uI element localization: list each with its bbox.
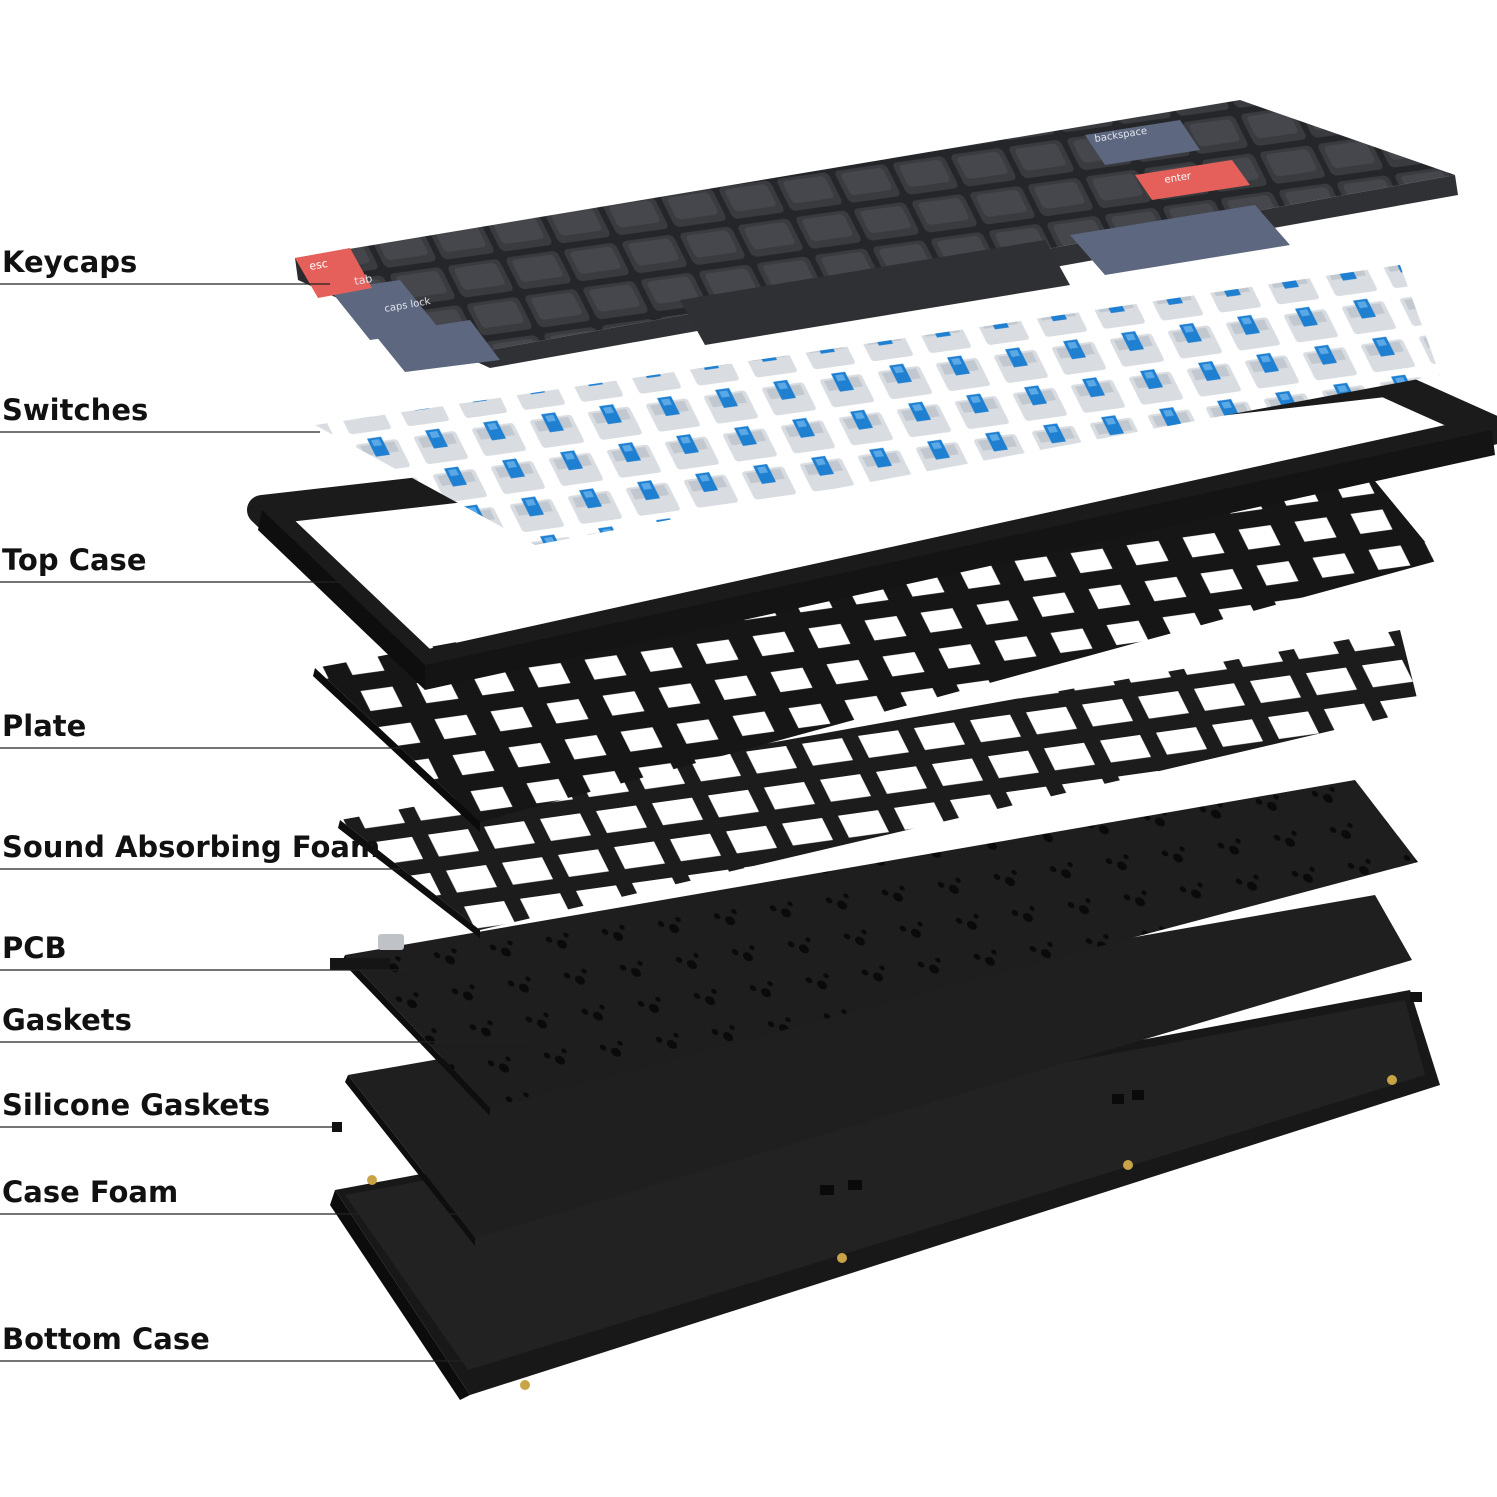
label-top-case: Top Case [2,543,147,577]
plate-layer [313,475,1440,832]
label-silicone-gaskets: Silicone Gaskets [2,1088,271,1122]
esc-key [295,248,372,298]
svg-text:tab: tab [353,272,373,288]
switches-layer [315,265,1440,545]
enter-key [1135,160,1250,200]
silicone-gaskets-layer [332,992,1422,1132]
case-foam-layer [345,895,1412,1246]
label-bottom-case: Bottom Case [2,1322,210,1356]
label-keycaps: Keycaps [2,245,138,279]
bottom-case-layer [330,990,1440,1400]
label-sound-absorbing-foam: Sound Absorbing Foam [2,830,381,864]
pcb-layer [330,780,1418,1116]
label-switches: Switches [2,393,149,427]
usb-port-icon [378,934,404,950]
label-case-foam: Case Foam [2,1175,179,1209]
leader-lines [0,283,530,1362]
keycaps-layer: esc tab caps lock backspace enter [295,100,1458,372]
svg-text:enter: enter [1164,171,1193,186]
sound-absorbing-foam-layer [338,630,1420,938]
label-plate: Plate [2,709,87,743]
label-pcb: PCB [2,931,67,965]
svg-text:esc: esc [308,257,329,273]
label-gaskets: Gaskets [2,1003,132,1037]
